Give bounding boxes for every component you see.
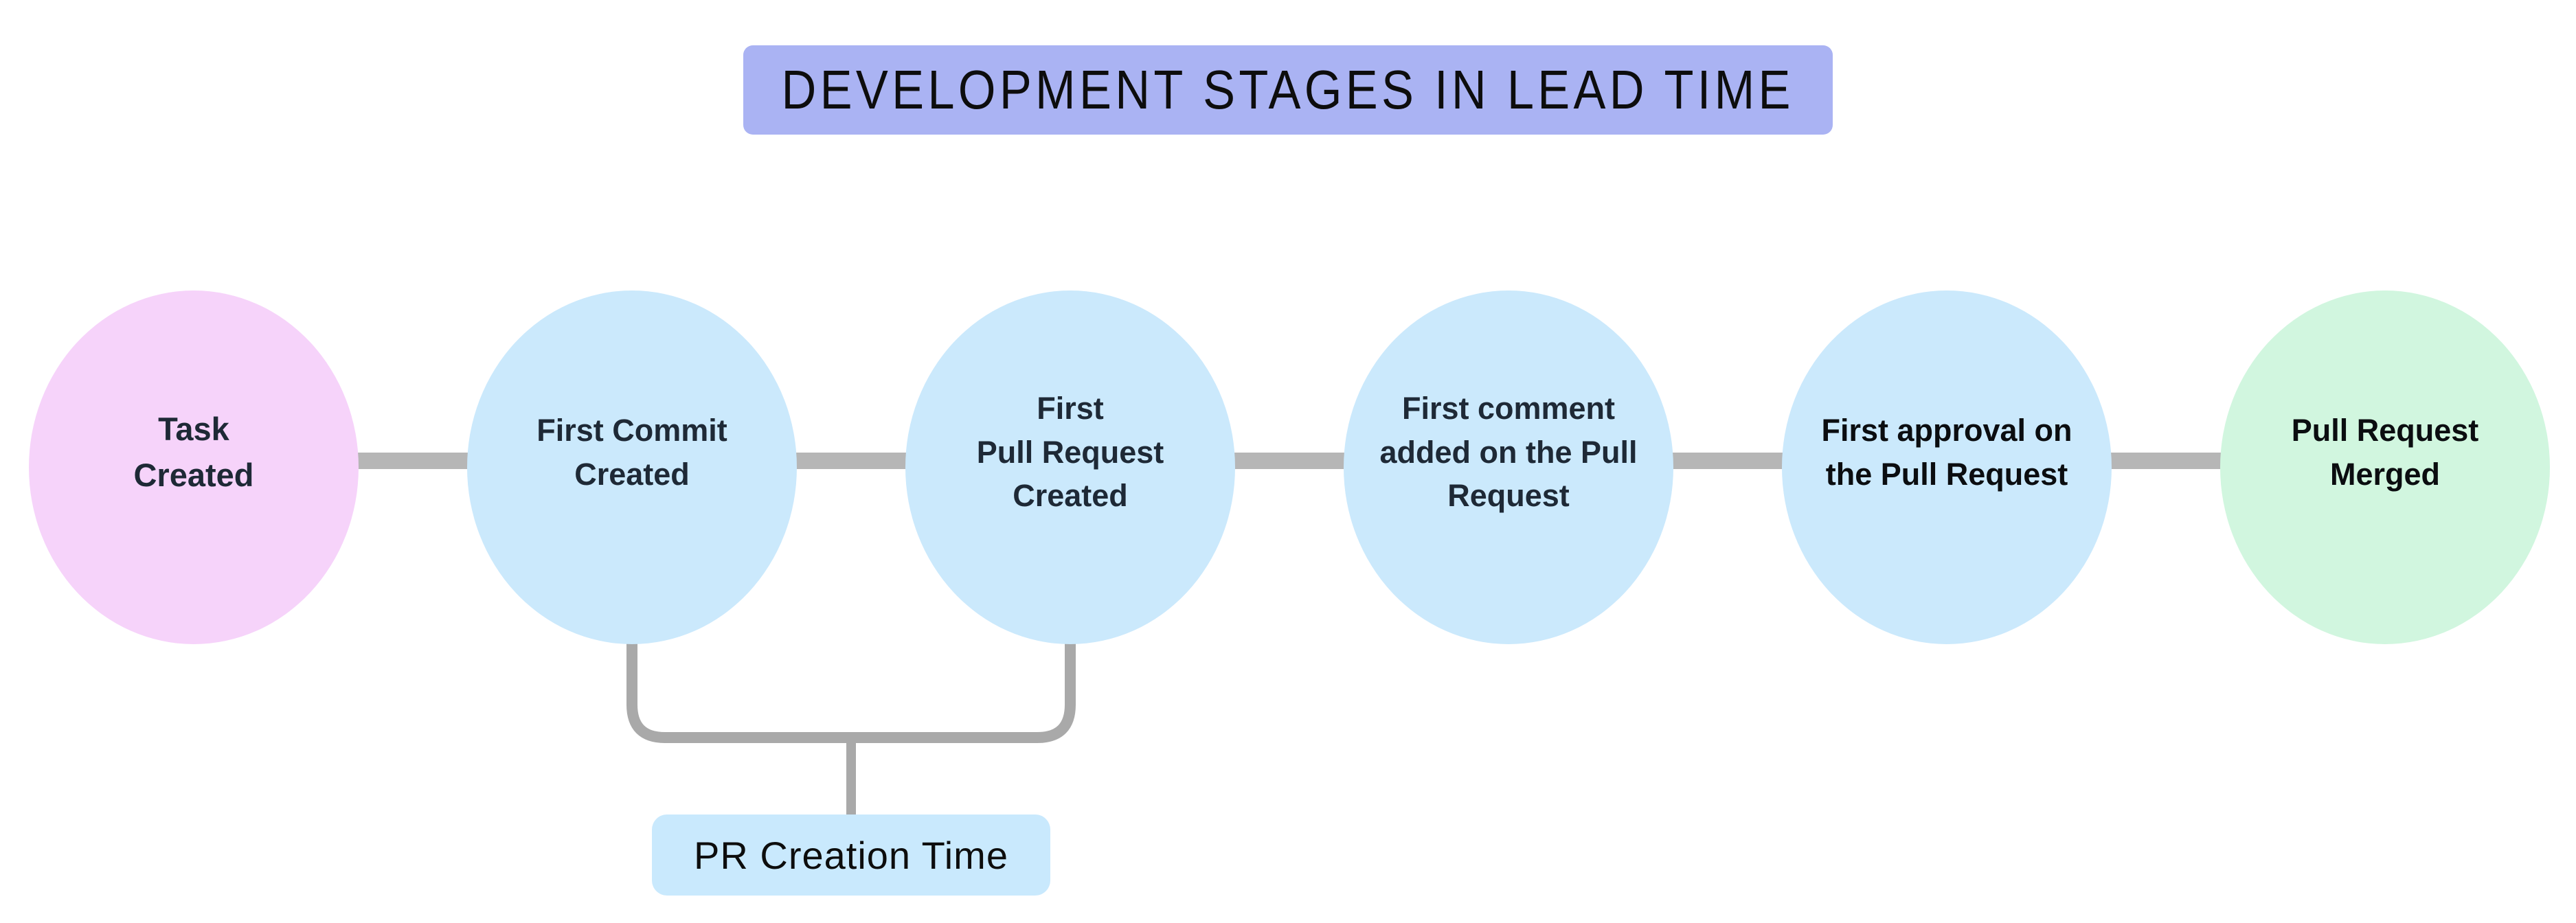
- stage-node-label: First comment added on the Pull Request: [1379, 390, 1638, 514]
- pr-creation-time-text: PR Creation Time: [694, 833, 1008, 877]
- stage-node-label: First approval on the Pull Request: [1821, 412, 2072, 492]
- page-title: DEVELOPMENT STAGES IN LEAD TIME: [781, 59, 1795, 120]
- stage-node-label: Task Created: [133, 410, 254, 493]
- stage-node-task-created: Task Created: [29, 290, 359, 644]
- title-banner: DEVELOPMENT STAGES IN LEAD TIME: [743, 45, 1833, 135]
- stage-node-pull-request-merged: Pull Request Merged: [2220, 290, 2550, 644]
- stage-node-first-approval: First approval on the Pull Request: [1782, 290, 2112, 644]
- stage-node-label: First Commit Created: [536, 412, 727, 492]
- stage-node-first-commit-created: First Commit Created: [467, 290, 797, 644]
- stage-node-first-comment-added: First comment added on the Pull Request: [1344, 290, 1673, 644]
- stage-node-first-pull-request-created: First Pull Request Created: [905, 290, 1235, 644]
- stage-node-label: First Pull Request Created: [976, 390, 1164, 514]
- pr-creation-time-label: PR Creation Time: [652, 814, 1050, 896]
- bracket-span-path: [626, 637, 1076, 743]
- stage-node-label: Pull Request Merged: [2291, 412, 2479, 492]
